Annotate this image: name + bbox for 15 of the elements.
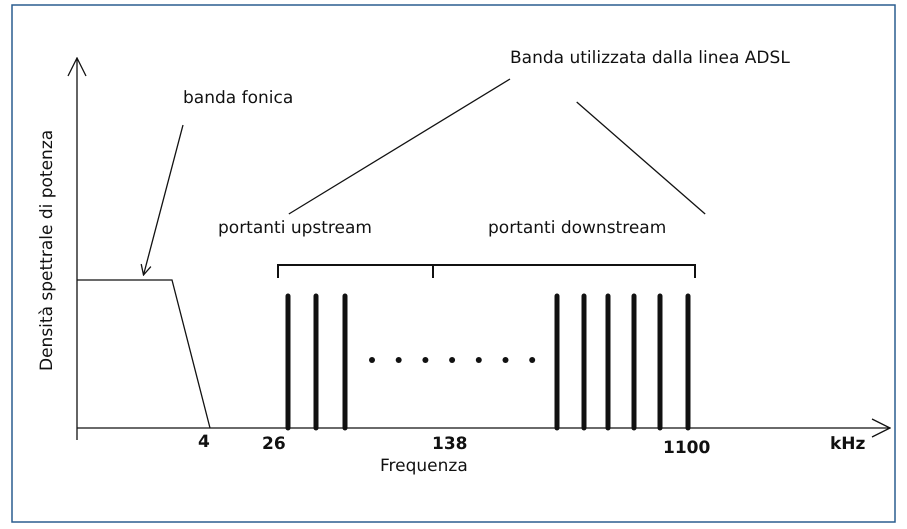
annotation-text: portanti downstream	[488, 218, 666, 239]
tick-label: 26	[262, 434, 286, 455]
annotation-text: Banda utilizzata dalla linea ADSL	[510, 48, 800, 69]
voice-band-trace	[77, 279, 211, 428]
arrow	[140, 124, 184, 276]
annotation-text: portanti upstream	[218, 218, 372, 239]
axis-title: Frequenza	[380, 456, 468, 477]
tick-label: 4	[198, 432, 210, 453]
leader-line	[576, 102, 706, 214]
axis-title: Densità spettrale di potenza	[37, 129, 58, 370]
unit-label: kHz	[830, 434, 866, 455]
leader-line	[288, 78, 510, 215]
annotation-text: banda fonica	[183, 88, 294, 109]
tick-label: 138	[432, 434, 468, 455]
tick-label: 1100	[663, 438, 710, 459]
